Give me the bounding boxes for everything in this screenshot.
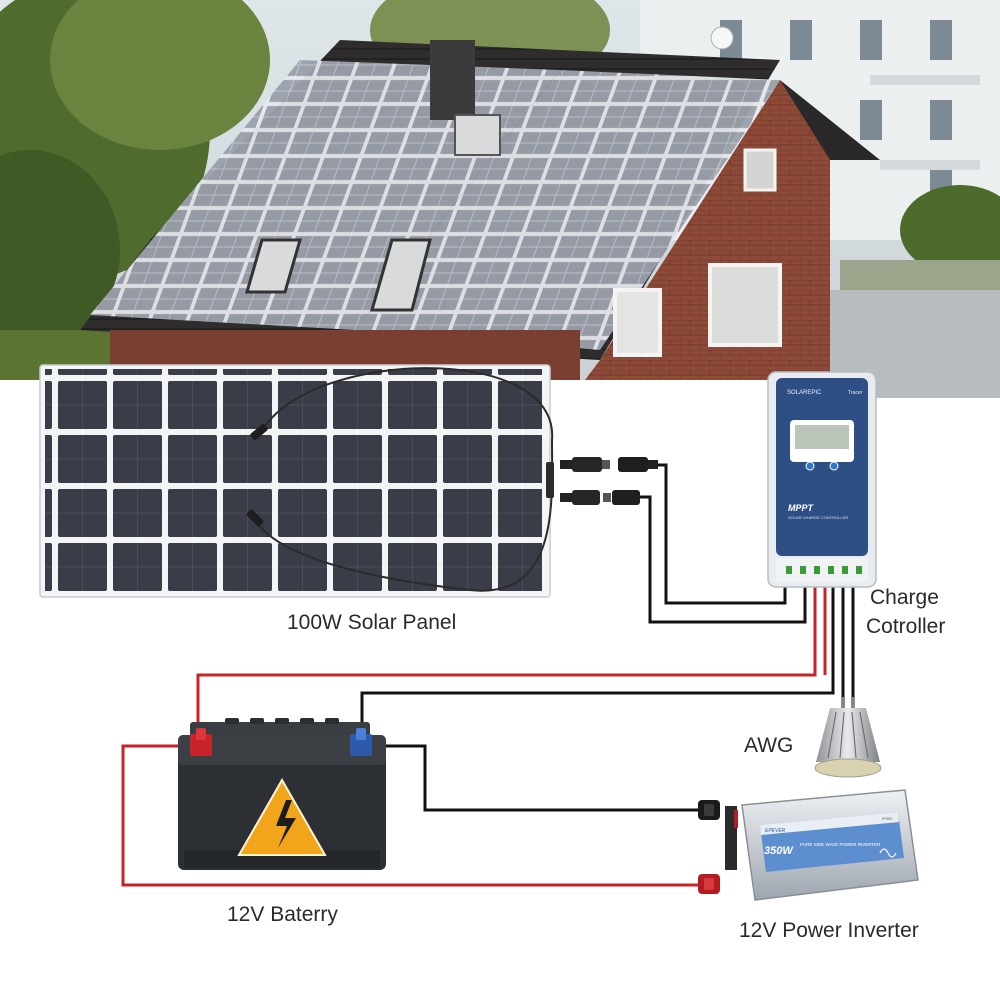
wire-pv-positive — [655, 463, 787, 605]
awg-label: AWG — [744, 734, 794, 757]
controller-model: Tracer — [848, 390, 863, 396]
controller-type: MPPT — [788, 503, 815, 513]
battery-negative-terminal — [350, 728, 372, 756]
power-inverter: EPEVER IP350 350W PURE SINE WAVE POWER I… — [698, 789, 919, 901]
warning-lightning-icon — [237, 777, 327, 856]
wiring — [121, 463, 855, 887]
solar-panel-label: 100W Solar Panel — [287, 611, 457, 634]
wire-pv-negative — [640, 495, 807, 624]
controller-brand: SOLAREPIC — [787, 390, 822, 396]
inverter-label: 12V Power Inverter — [739, 919, 919, 942]
charge-controller-label-line2: Cotroller — [866, 615, 946, 638]
mc4-connectors — [560, 457, 658, 505]
solar-panel — [39, 364, 554, 598]
battery-positive-terminal — [190, 728, 212, 756]
charge-controller: SOLAREPIC Tracer MPPT SOLAR CHARGE CONTR… — [767, 371, 877, 588]
wire-inverter-positive — [121, 744, 700, 887]
led-bulb — [814, 697, 882, 778]
wire-battery-positive — [196, 580, 817, 730]
inverter-positive-terminal — [698, 874, 720, 894]
wire-inverter-negative — [372, 744, 700, 812]
controller-subtitle: SOLAR CHARGE CONTROLLER — [788, 515, 848, 520]
sine-wave-icon — [879, 848, 897, 858]
inverter-negative-terminal — [698, 800, 720, 820]
battery-label: 12V Baterry — [227, 903, 338, 926]
inverter-model: IP350 — [882, 816, 893, 821]
charge-controller-label-line1: Charge — [870, 586, 939, 609]
wire-battery-negative — [360, 580, 835, 740]
house-photo — [0, 0, 1000, 400]
battery — [178, 718, 386, 870]
inverter-subtitle: PURE SINE WAVE POWER INVERTER — [800, 842, 881, 847]
inverter-power: 350W — [764, 845, 794, 857]
inverter-brand: EPEVER — [765, 828, 786, 834]
